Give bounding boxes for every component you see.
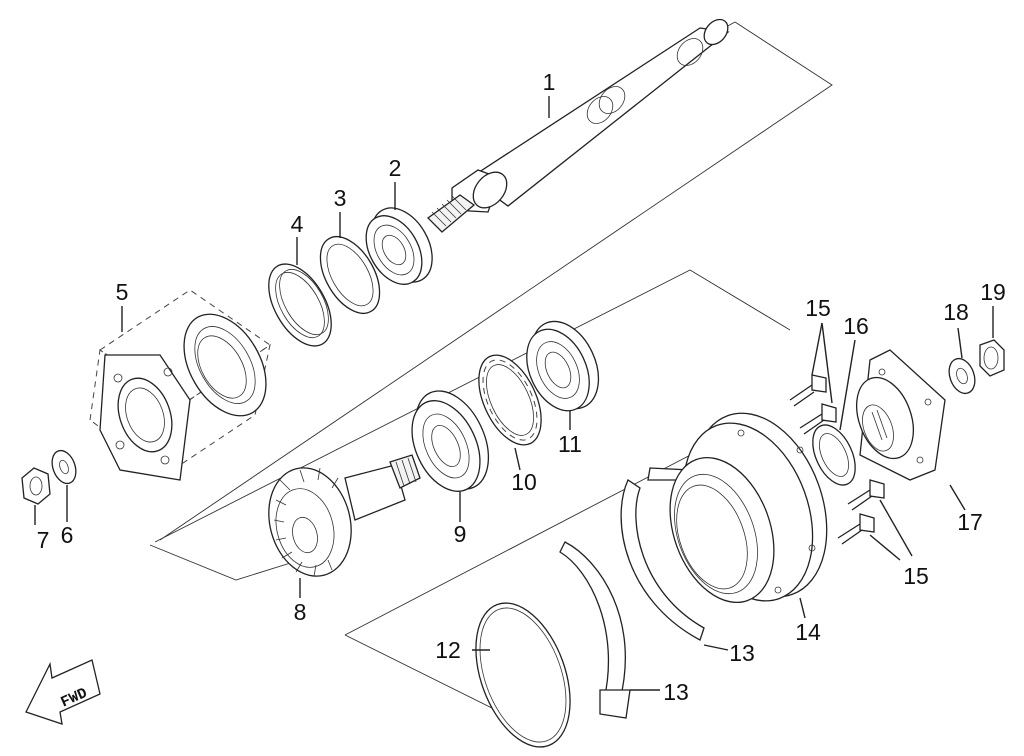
part-washer-18 bbox=[948, 357, 976, 395]
callout-6: 6 bbox=[61, 522, 74, 548]
callout-7: 7 bbox=[37, 527, 50, 553]
callout-5: 5 bbox=[116, 279, 129, 305]
bolt-4 bbox=[837, 513, 875, 545]
part-nut-19 bbox=[979, 339, 1005, 377]
callout-14: 14 bbox=[795, 619, 821, 645]
part-oil-seal-16 bbox=[812, 424, 856, 486]
callout-13-upper: 13 bbox=[729, 640, 755, 666]
callout-18: 18 bbox=[943, 299, 969, 325]
part-roller-cage-10 bbox=[478, 354, 542, 446]
callout-1: 1 bbox=[543, 69, 556, 95]
bolt-3 bbox=[847, 479, 885, 511]
callout-2: 2 bbox=[389, 155, 402, 181]
callout-9: 9 bbox=[454, 521, 467, 547]
part-bolts-15 bbox=[789, 374, 885, 545]
callout-4: 4 bbox=[291, 211, 304, 237]
callout-11: 11 bbox=[558, 431, 582, 457]
part-retaining-ring-3 bbox=[319, 236, 381, 314]
part-output-flange-17 bbox=[856, 349, 946, 481]
callout-3: 3 bbox=[334, 185, 347, 211]
callout-13-lower: 13 bbox=[663, 679, 689, 705]
callout-15-upper: 15 bbox=[805, 295, 831, 321]
part-bearing-2 bbox=[365, 207, 433, 285]
bolt-2 bbox=[799, 403, 837, 435]
callout-12: 12 bbox=[435, 637, 461, 663]
callout-17: 17 bbox=[957, 509, 983, 535]
callout-labels: 1 2 3 4 5 6 7 8 9 10 11 12 13 13 14 15 1… bbox=[37, 69, 1006, 705]
fwd-direction-arrow: FWD bbox=[25, 659, 101, 725]
callout-15-lower: 15 bbox=[903, 563, 929, 589]
callout-16: 16 bbox=[843, 313, 869, 339]
part-o-ring-12 bbox=[475, 602, 571, 748]
part-washer-6 bbox=[51, 449, 77, 485]
part-gear-case-14 bbox=[669, 412, 828, 604]
part-shim-13-lower bbox=[559, 541, 631, 719]
callout-10: 10 bbox=[511, 469, 537, 495]
callout-19: 19 bbox=[980, 279, 1006, 305]
part-bevel-gear-8 bbox=[268, 454, 421, 577]
callout-8: 8 bbox=[294, 599, 307, 625]
part-axle-shaft bbox=[426, 18, 730, 233]
part-flange-housing-5 bbox=[89, 289, 271, 481]
bolt-1 bbox=[789, 374, 827, 407]
part-bearing-9 bbox=[411, 390, 490, 492]
part-oil-seal-4 bbox=[268, 263, 332, 347]
part-nut-7 bbox=[21, 467, 51, 505]
middle-assembly-plane bbox=[149, 269, 791, 581]
leader-lines bbox=[34, 96, 994, 691]
part-bearing-11 bbox=[526, 320, 600, 412]
